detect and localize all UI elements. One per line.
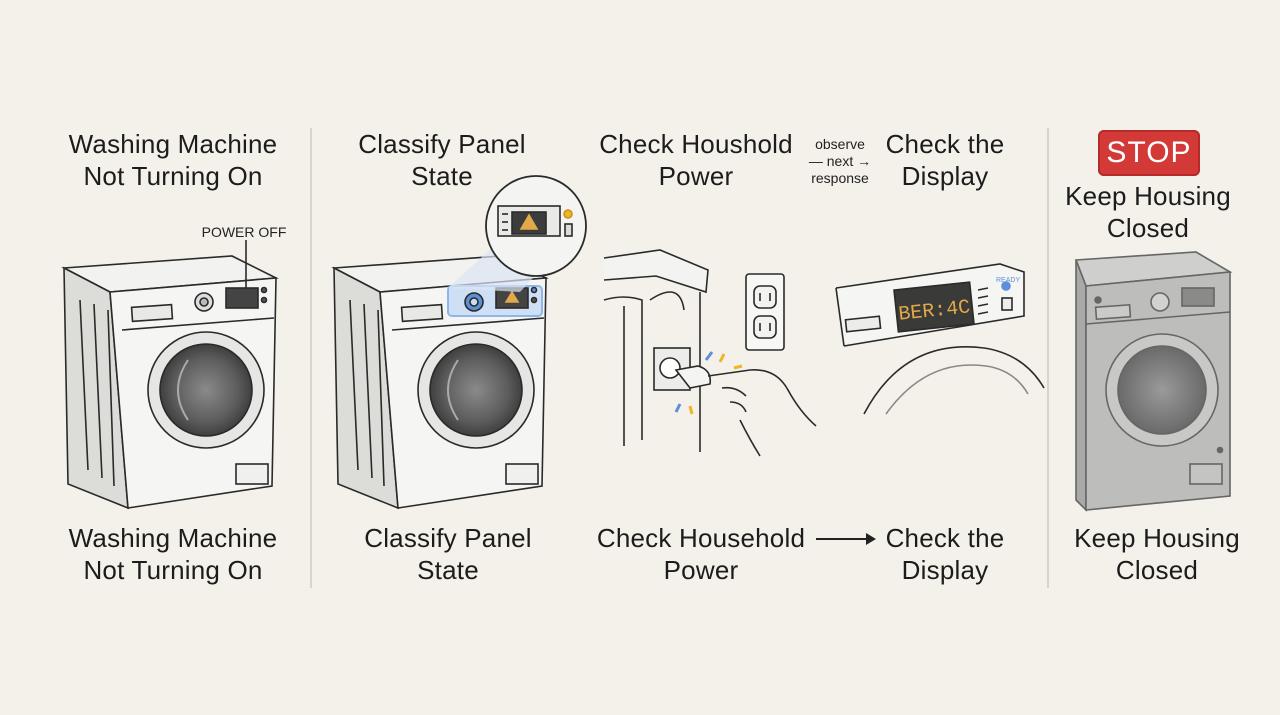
plug-illustration — [603, 249, 817, 457]
panel-3-bottom-title-right: Check the Display — [885, 523, 1005, 585]
panel-1-bottom-title: Washing Machine Not Turning On — [68, 523, 278, 585]
panel-3-top-title-right: Check the Display — [885, 129, 1005, 191]
washer-illustration-4 — [1074, 251, 1233, 512]
washer-illustration-2 — [331, 175, 587, 510]
panel-4-bottom-title: Keep Housing Closed — [1074, 523, 1240, 585]
ready-label: READY — [996, 277, 1020, 284]
panel-3-bottom-title-left: Check Household Power — [596, 523, 806, 585]
power-off-callout: POWER OFF — [202, 224, 287, 240]
washer-illustration-1 — [61, 240, 279, 510]
panel-2-top-title: Classify Panel State — [358, 129, 526, 191]
panel-3-top-title-left: Check Houshold Power — [599, 129, 793, 191]
panel-2-bottom-title: Classify Panel State — [364, 523, 532, 585]
divider-1 — [310, 128, 312, 588]
observe-next-response-note: observe — next → response — [808, 136, 872, 186]
arrow-right — [816, 533, 876, 545]
display-illustration — [835, 263, 1045, 415]
panel-1-top-title: Washing Machine Not Turning On — [68, 129, 278, 191]
stop-badge: STOP — [1098, 130, 1200, 176]
divider-2 — [1047, 128, 1049, 588]
panel-4-top-title: Keep Housing Closed — [1065, 181, 1231, 243]
